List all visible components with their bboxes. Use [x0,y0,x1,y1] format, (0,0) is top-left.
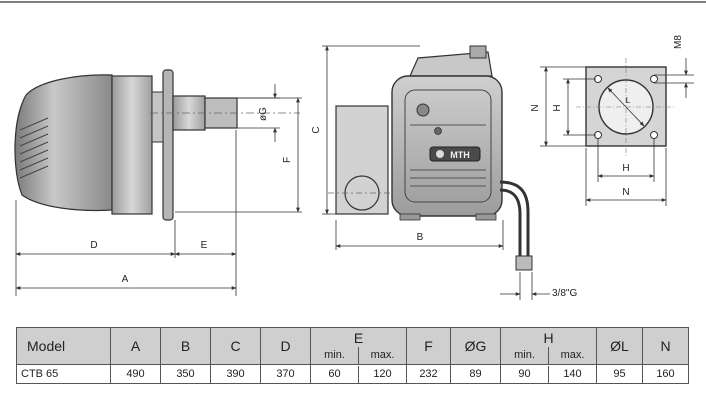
dim-n-vertical-label: N [530,104,541,111]
dim-b-label: B [417,232,424,243]
dim-thread-label: 3/8"G [552,288,577,299]
front-housing [391,75,503,217]
fuel-hose [499,180,530,258]
header-n: N [642,327,689,365]
table-header-row: Model A B C D E min. max. F ØG H min. ma… [16,327,689,365]
header-a: A [110,327,161,365]
header-h-max: max. [548,347,596,364]
cell-h-max: 140 [548,365,596,383]
cell-b: 350 [160,364,211,384]
cell-e-max: 120 [358,365,406,383]
dim-g-label: øG [258,107,269,121]
mounting-flange [162,69,174,221]
cell-n: 160 [642,364,689,384]
dim-h-horizontal-label: H [622,163,629,174]
sight-glass [416,103,430,117]
dim-c-label: C [311,126,322,133]
front-view: MTH C B 3/8"G [311,45,577,300]
hose-fitting [515,255,533,271]
header-e-max: max. [358,347,406,364]
dim-h-vertical-label: H [552,104,563,111]
cell-h-min: 90 [518,367,531,380]
logo-text: MTH [450,150,470,160]
header-e-label: E [353,330,364,346]
cell-e-min: 60 [328,367,341,380]
cover-ribs [19,117,49,179]
header-g: ØG [450,327,501,365]
header-l: ØL [596,327,643,365]
header-model: Model [16,327,111,365]
header-e: E min. max. [310,327,407,365]
header-b: B [160,327,211,365]
cell-g: 89 [450,364,501,384]
cell-f: 232 [406,364,451,384]
burner-cover [14,74,113,212]
cell-a: 490 [110,364,161,384]
dimensions-table: Model A B C D E min. max. F ØG H min. ma… [16,327,689,384]
dim-a-label: A [122,274,129,285]
burner-body [111,75,153,215]
header-c: C [210,327,261,365]
side-view: øG F D E A [14,69,302,296]
cell-model: CTB 65 [16,364,111,384]
cell-l: 95 [596,364,643,384]
dim-f-label: F [282,157,293,163]
table-row: CTB 65 490 350 390 370 60 120 232 89 90 … [16,364,689,384]
cell-e: 60 120 [310,364,407,384]
header-f: F [406,327,451,365]
burner-dimension-drawing: øG F D E A [0,1,706,300]
header-h-min: min. [514,349,535,361]
header-h-label: H [543,330,554,346]
dim-l-label: L [626,96,631,105]
cell-d: 370 [260,364,311,384]
motor-box [335,105,389,215]
cell-c: 390 [210,364,261,384]
header-e-min: min. [324,349,345,361]
dim-n-horizontal-label: N [622,187,629,198]
dim-d-label: D [90,240,97,251]
flange-view: L N H H N M8 [530,35,694,206]
header-h: H min. max. [500,327,597,365]
header-d: D [260,327,311,365]
dim-e-label: E [201,240,208,251]
logo-plate [429,146,481,162]
cell-h: 90 140 [500,364,597,384]
sight-glass-small [434,127,442,135]
dim-m8-label: M8 [673,35,684,49]
